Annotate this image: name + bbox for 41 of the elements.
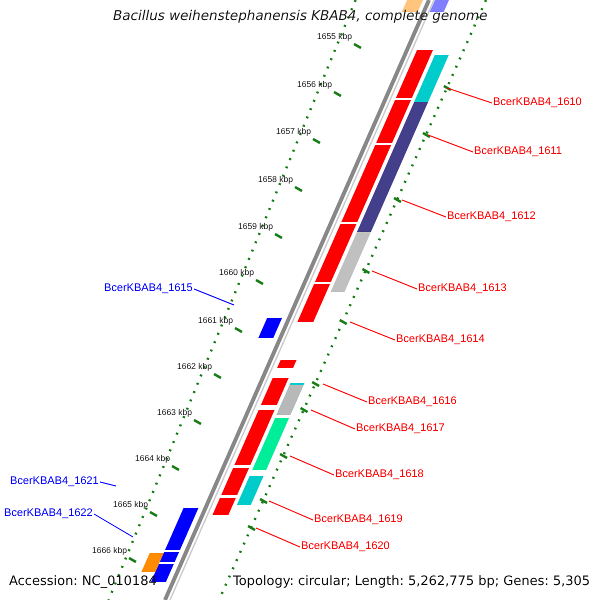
leader-line [402, 200, 446, 218]
gene-label: BcerKBAB4_1619 [314, 514, 403, 525]
tick-label: 1666 kbp [92, 546, 127, 554]
tick-label: 1663 kbp [157, 408, 192, 416]
gene-label: BcerKBAB4_1620 [301, 541, 390, 552]
gene-label: BcerKBAB4_1612 [447, 211, 536, 222]
tick-label: 1659 kbp [238, 222, 273, 230]
gene-label: BcerKBAB4_1618 [335, 469, 424, 480]
gene-label: BcerKBAB4_1611 [474, 146, 562, 157]
leader-line [350, 322, 396, 340]
leader-line [290, 456, 334, 476]
leader-line [194, 288, 234, 306]
genome-info: Topology: circular; Length: 5,262,775 bp; Genes: 5,305 [233, 575, 590, 588]
gene-label: BcerKBAB4_1615 [104, 283, 193, 294]
tick-label: 1657 kbp [276, 127, 311, 136]
accession-label: Accession: NC_010184 [9, 575, 157, 588]
gene-label: BcerKBAB4_1617 [356, 423, 445, 434]
gene-label: BcerKBAB4_1610 [493, 97, 582, 108]
tick-label: 1656 kbp [297, 80, 332, 88]
tick-label: 1665 kbp [113, 500, 148, 508]
gene-label: BcerKBAB4_1621 [10, 476, 99, 487]
gene-label: BcerKBAB4_1614 [396, 334, 485, 345]
leader-line [94, 514, 134, 538]
tick-label: 1661 kbp [198, 316, 233, 324]
gene-label: BcerKBAB4_1616 [368, 396, 457, 407]
tick-label: 1662 kbp [177, 362, 212, 370]
tick-label: 1660 kbp [219, 268, 254, 276]
leader-line [446, 88, 492, 104]
leader-line [322, 384, 368, 402]
leader-line [372, 270, 418, 290]
tick-label: 1664 kbp [135, 454, 170, 462]
gene-label: BcerKBAB4_1622 [4, 508, 93, 519]
leader-line [256, 528, 300, 548]
leader-line [428, 134, 474, 152]
title: Bacillus weihenstephanensis KBAB4, complete genome [113, 10, 488, 24]
gene-label: BcerKBAB4_1613 [418, 283, 507, 294]
leader-line [268, 500, 314, 520]
tick-label: 1658 kbp [258, 175, 293, 184]
leader-line [100, 482, 116, 486]
tick-label: 1655 kbp [317, 32, 352, 40]
leader-line [310, 410, 356, 430]
